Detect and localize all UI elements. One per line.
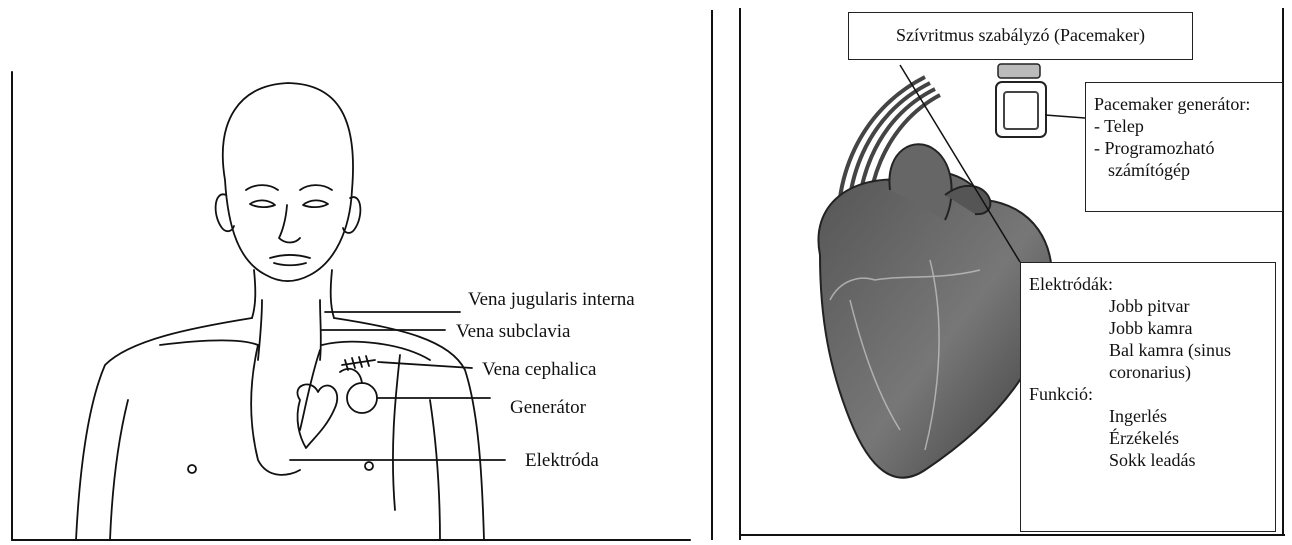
- label-generator: Generátor: [510, 398, 586, 417]
- function-item: Sokk leadás: [1029, 449, 1267, 471]
- electrodes-box: Elektródák: Jobb pitvar Jobb kamra Bal k…: [1020, 262, 1276, 532]
- label-vena-cephalica: Vena cephalica: [482, 360, 596, 379]
- electrode-item: coronarius): [1029, 361, 1267, 383]
- diagram-title: Szívritmus szabályzó (Pacemaker): [849, 13, 1192, 57]
- function-heading: Funkció:: [1029, 383, 1267, 405]
- title-box: Szívritmus szabályzó (Pacemaker): [848, 12, 1193, 60]
- electrode-item: Jobb kamra: [1029, 317, 1267, 339]
- label-vena-subclavia: Vena subclavia: [456, 322, 570, 341]
- electrode-item: Jobb pitvar: [1029, 295, 1267, 317]
- generator-item: számítógép: [1094, 159, 1274, 181]
- generator-item: - Programozható: [1094, 137, 1274, 159]
- function-item: Érzékelés: [1029, 427, 1267, 449]
- generator-heading: Pacemaker generátor:: [1094, 93, 1274, 115]
- label-vena-jugularis: Vena jugularis interna: [468, 290, 635, 309]
- torso-diagram-panel: Vena jugularis interna Vena subclavia Ve…: [0, 0, 700, 545]
- electrode-item: Bal kamra (sinus: [1029, 339, 1267, 361]
- generator-box: Pacemaker generátor: - Telep - Programoz…: [1085, 82, 1283, 212]
- generator-item: - Telep: [1094, 115, 1274, 137]
- electrodes-heading: Elektródák:: [1029, 273, 1267, 295]
- label-electrode: Elektróda: [525, 451, 599, 470]
- function-item: Ingerlés: [1029, 405, 1267, 427]
- pacemaker-diagram-panel: Szívritmus szabályzó (Pacemaker) Pacemak…: [700, 0, 1292, 545]
